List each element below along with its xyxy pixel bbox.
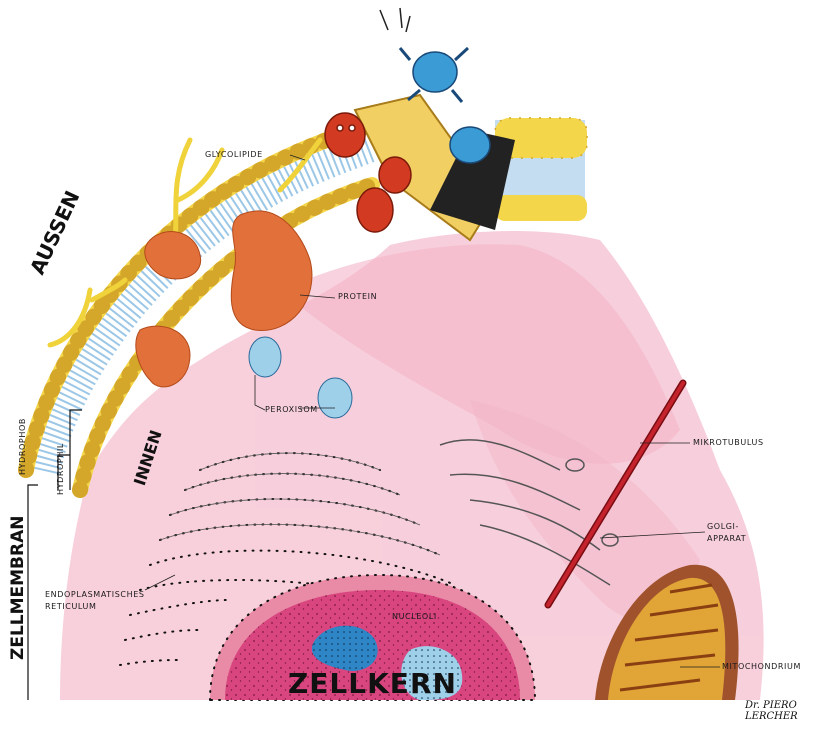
label-glycolipide: GLYCOLIPIDE — [205, 150, 263, 159]
signature-line2: LERCHER — [745, 711, 798, 722]
label-golgi-line1: GOLGI- — [707, 522, 739, 531]
label-zellmembran: ZELLMEMBRAN — [8, 516, 28, 660]
label-hydrophob: HYDROPHOB — [18, 418, 27, 475]
label-mikrotubulus: MIKROTUBULUS — [693, 438, 764, 447]
label-peroxisom: PEROXISOM — [265, 405, 318, 414]
label-golgi-line2: APPARAT — [707, 534, 746, 543]
label-zellkern: ZELLKERN — [288, 667, 457, 700]
label-hydrophil: HYDROPHIL — [56, 443, 65, 495]
label-er-line1: ENDOPLASMATISCHES — [45, 590, 145, 599]
label-nucleoli: NUCLEOLI — [392, 612, 437, 621]
label-mitochondrium: MITOCHONDRIUM — [722, 662, 801, 671]
signature-line1: Dr. PIERO — [745, 700, 798, 711]
artist-signature: Dr. PIERO LERCHER — [745, 700, 798, 722]
label-er-line2: RETICULUM — [45, 602, 97, 611]
label-protein: PROTEIN — [338, 292, 377, 301]
